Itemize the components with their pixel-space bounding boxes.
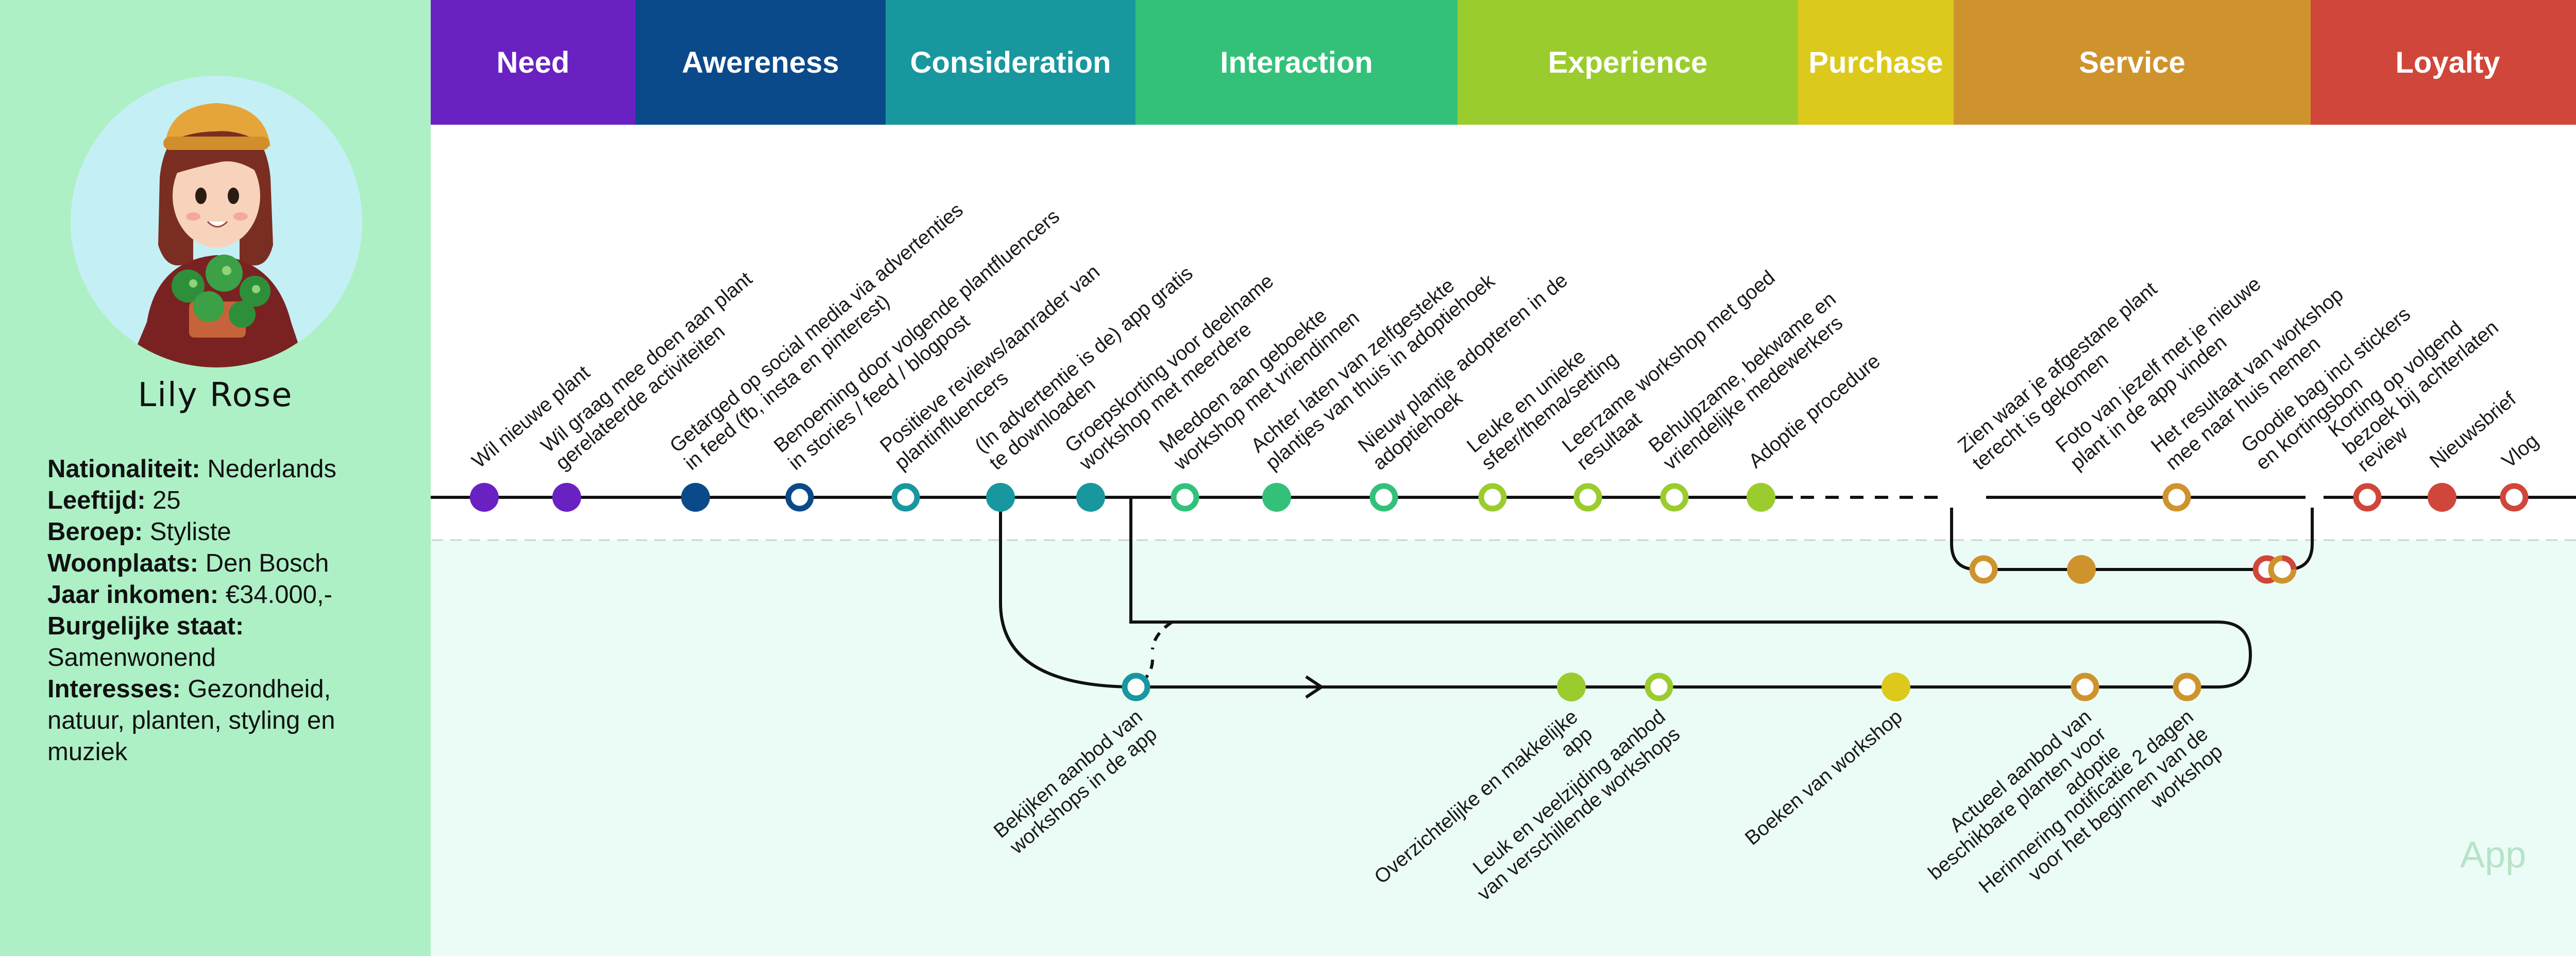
touchpoint-node: [1573, 483, 1602, 512]
touchpoint-node: [1747, 483, 1775, 512]
service-node-accent: [2282, 555, 2297, 570]
app-touchpoint-node: [1645, 673, 1673, 701]
persona-field: Burgelijke staat: Samenwonend: [47, 611, 382, 674]
persona-field-label: Beroep:: [47, 518, 143, 546]
persona-avatar: [71, 76, 362, 367]
connector-lines: [999, 497, 2314, 699]
persona-field-label: Nationaliteit:: [47, 455, 200, 483]
persona-field-value: Den Bosch: [198, 549, 329, 577]
persona-field-value: Gezondheid, natuur, planten, styling en …: [47, 675, 335, 766]
persona-field-label: Interesses:: [47, 675, 181, 703]
persona-field-value: Stylistе: [143, 518, 231, 546]
touchpoint-label: Behulpzame, bekwame envriendelijke medew…: [1645, 288, 1855, 475]
phase-service: Service: [1954, 0, 2311, 125]
persona-name: Lily Rose: [138, 376, 293, 414]
app-touchpoint-label: Bekijken aanbod vanworkshops in de app: [990, 706, 1161, 860]
touchpoint-node: [2067, 555, 2096, 584]
persona-field: Leeftijd: 25: [47, 485, 382, 516]
touchpoint-node: [470, 483, 499, 512]
persona-field: Woonplaats: Den Bosch: [47, 548, 382, 579]
app-touchpoint-node: [1557, 673, 1586, 701]
touchpoint-node: [552, 483, 581, 512]
phase-purchase: Purchase: [1798, 0, 1954, 125]
touchpoint-node: [1262, 483, 1291, 512]
persona-field-label: Leeftijd:: [47, 487, 146, 514]
persona-field-value: 25: [145, 487, 181, 514]
app-touchpoint-node: [1122, 673, 1150, 701]
persona-field-label: Woonplaats:: [47, 549, 199, 577]
touchpoint-node: [1171, 483, 1199, 512]
phase-awereness: Awereness: [635, 0, 886, 125]
touchpoint-node: [1660, 483, 1689, 512]
phase-experience: Experience: [1458, 0, 1798, 125]
touchpoint-node: [986, 483, 1015, 512]
touchpoint-node: [1076, 483, 1105, 512]
app-touchpoint-node: [1882, 673, 1910, 701]
persona-field: Nationaliteit: Nederlands: [47, 454, 382, 485]
app-touchpoint-node: [2173, 673, 2201, 701]
app-touchpoint-label: Boeken van workshop: [1741, 706, 1907, 850]
persona-field: Interesses: Gezondheid, natuur, planten,…: [47, 674, 382, 768]
app-zone-label: App: [2460, 834, 2527, 876]
touchpoint-node: [1969, 555, 1998, 584]
touchpoint-node: [1369, 483, 1398, 512]
touchpoint-node: [1478, 483, 1507, 512]
touchpoint-node: [2500, 483, 2529, 512]
touchpoint-node: [785, 483, 814, 512]
persona-field-label: Burgelijke staat:: [47, 612, 244, 640]
app-zone: [431, 540, 2576, 956]
touchpoint-node: [2428, 483, 2456, 512]
phase-interaction: Interaction: [1136, 0, 1458, 125]
app-touchpoint-node: [2071, 673, 2099, 701]
touchpoint-node: [2353, 483, 2382, 512]
persona-field-value: Samenwonend: [47, 644, 216, 672]
phase-loyalty: Loyalty: [2311, 0, 2576, 125]
persona-field-value: €34.000,-: [218, 581, 332, 609]
touchpoint-label: Vlog: [2498, 430, 2543, 473]
persona-field-label: Jaar inkomen:: [47, 581, 219, 609]
persona-field: Beroep: Stylistе: [47, 516, 382, 548]
persona-field-value: Nederlands: [200, 455, 336, 483]
persona-field: Jaar inkomen: €34.000,-: [47, 579, 382, 611]
phase-need: Need: [431, 0, 635, 125]
touchpoint-node: [891, 483, 920, 512]
service-loop-nodes: [2268, 555, 2297, 584]
touchpoint-node: [2162, 483, 2191, 512]
touchpoint-node: [681, 483, 710, 512]
phase-consideration: Consideration: [886, 0, 1136, 125]
